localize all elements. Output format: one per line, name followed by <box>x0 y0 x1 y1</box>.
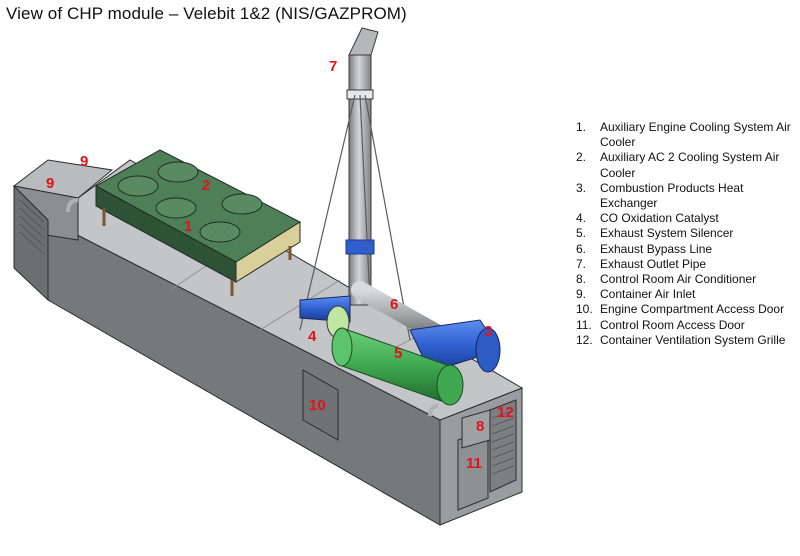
legend-text: Container Ventilation System Grille <box>600 332 786 347</box>
chp-module-illustration <box>12 27 524 526</box>
legend-number: 11. <box>576 317 592 332</box>
callout-1: 1 <box>184 218 193 235</box>
legend-number: 4. <box>576 211 587 226</box>
exhaust-silencer <box>331 327 464 406</box>
legend-item: 2. Auxiliary AC 2 Cooling System Air Cool… <box>576 150 798 180</box>
callout-10: 10 <box>309 397 326 414</box>
legend-item: 3. Combustion Products Heat Exchanger <box>576 181 798 211</box>
callout-3: 3 <box>484 323 493 340</box>
legend-text: Container Air Inlet <box>600 287 696 302</box>
legend-text: Control Room Air Conditioner <box>600 272 757 287</box>
callout-9-top: 9 <box>80 153 89 170</box>
deck-vent-pipes <box>66 198 439 417</box>
legend-number: 8. <box>576 272 587 287</box>
figure-title: View of CHP module – Velebit 1&2 (NIS/GA… <box>6 4 407 23</box>
callout-4: 4 <box>308 328 317 345</box>
callout-2: 2 <box>202 177 211 194</box>
exhaust-stack <box>299 27 411 341</box>
legend-text: Engine Compartment Access Door <box>600 302 785 317</box>
legend-text: Combustion Products Heat Exchanger <box>600 180 744 211</box>
callout-9-side: 9 <box>46 175 55 192</box>
legend-item: 7. Exhaust Outlet Pipe <box>576 257 798 272</box>
legend-number: 5. <box>576 226 587 241</box>
legend-item: 9. Container Air Inlet <box>576 287 798 302</box>
legend-text: Exhaust System Silencer <box>600 226 734 241</box>
legend-item: 6. Exhaust Bypass Line <box>576 242 798 257</box>
legend-item: 5. Exhaust System Silencer <box>576 226 798 241</box>
legend-item: 12. Container Ventilation System Grille <box>576 333 798 348</box>
legend-item: 11. Control Room Access Door <box>576 318 798 333</box>
legend-item: 4. CO Oxidation Catalyst <box>576 211 798 226</box>
legend-text: CO Oxidation Catalyst <box>600 211 719 226</box>
container-body <box>12 159 524 526</box>
legend-number: 1. <box>576 120 587 134</box>
legend-text: Auxiliary AC 2 Cooling System Air Cooler <box>600 150 780 180</box>
legend-number: 2. <box>576 150 587 165</box>
legend-text: Exhaust Outlet Pipe <box>600 256 707 271</box>
legend-number: 6. <box>576 241 587 256</box>
callout-11: 11 <box>466 455 482 472</box>
legend-number: 12. <box>576 332 593 347</box>
legend-number: 3. <box>576 180 587 195</box>
legend-item: 10. Engine Compartment Access Door <box>576 302 798 317</box>
legend-number: 10. <box>576 302 593 317</box>
legend-item: 8. Control Room Air Conditioner <box>576 272 798 287</box>
legend-text: Control Room Access Door <box>600 317 745 332</box>
callout-12: 12 <box>497 404 514 421</box>
legend-text: Auxiliary Engine Cooling System Air Cool… <box>600 120 791 150</box>
callout-6: 6 <box>390 296 399 313</box>
legend-number: 9. <box>576 287 587 302</box>
legend-item: 1. Auxiliary Engine Cooling System Air Co… <box>576 120 798 150</box>
legend-number: 7. <box>576 256 587 271</box>
component-legend: 1. Auxiliary Engine Cooling System Air Co… <box>576 120 798 348</box>
callout-8: 8 <box>476 418 485 435</box>
air-cooler-assembly <box>94 149 302 296</box>
legend-text: Exhaust Bypass Line <box>600 241 713 256</box>
callout-7: 7 <box>329 58 338 75</box>
callout-5: 5 <box>394 345 403 362</box>
